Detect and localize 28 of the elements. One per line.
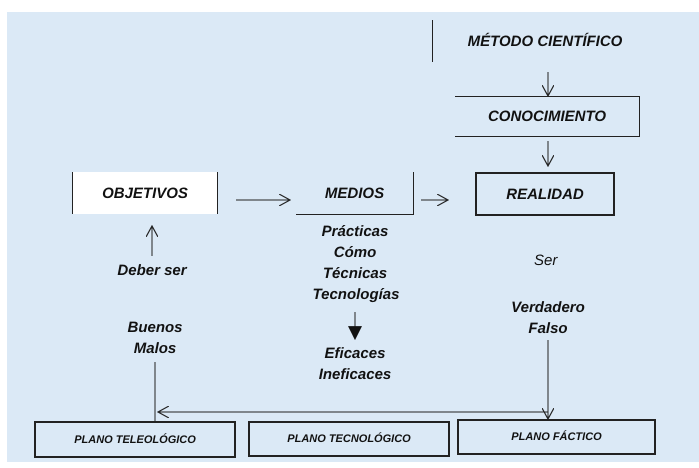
- concept-box: [475, 172, 615, 216]
- node-label: Verdadero Falso: [510, 298, 586, 339]
- node-label: OBJETIVOS: [102, 184, 188, 202]
- arrow: [145, 225, 159, 256]
- plane-box: [457, 419, 656, 455]
- arrow: [541, 72, 555, 97]
- concept-box: [296, 172, 414, 215]
- node-label: Prácticas Cómo Técnicas Tecnologías: [312, 222, 398, 305]
- concept-box: [72, 172, 218, 214]
- arrow: [420, 193, 449, 207]
- node-label: PLANO TELEOLÓGICO: [74, 434, 196, 446]
- arrow: [157, 340, 548, 419]
- node-label: REALIDAD: [506, 186, 584, 202]
- note-label: Ser: [534, 252, 558, 269]
- concept-box: [455, 96, 640, 137]
- node-label: MEDIOS: [324, 184, 384, 202]
- node-label: Eficaces Ineficaces: [318, 344, 392, 385]
- plane-box: [248, 421, 450, 457]
- node-label: MÉTODO CIENTÍFICO: [468, 32, 622, 50]
- node-label: Deber ser: [117, 260, 187, 280]
- node-label: PLANO TECNOLÓGICO: [287, 433, 411, 445]
- arrow: [348, 312, 362, 340]
- node-label: PLANO FÁCTICO: [511, 431, 602, 443]
- arrow: [236, 193, 291, 207]
- plane-box: [34, 421, 236, 458]
- arrow: [541, 140, 555, 167]
- node-label: CONOCIMIENTO: [488, 108, 606, 125]
- node-label: Buenos Malos: [126, 318, 184, 359]
